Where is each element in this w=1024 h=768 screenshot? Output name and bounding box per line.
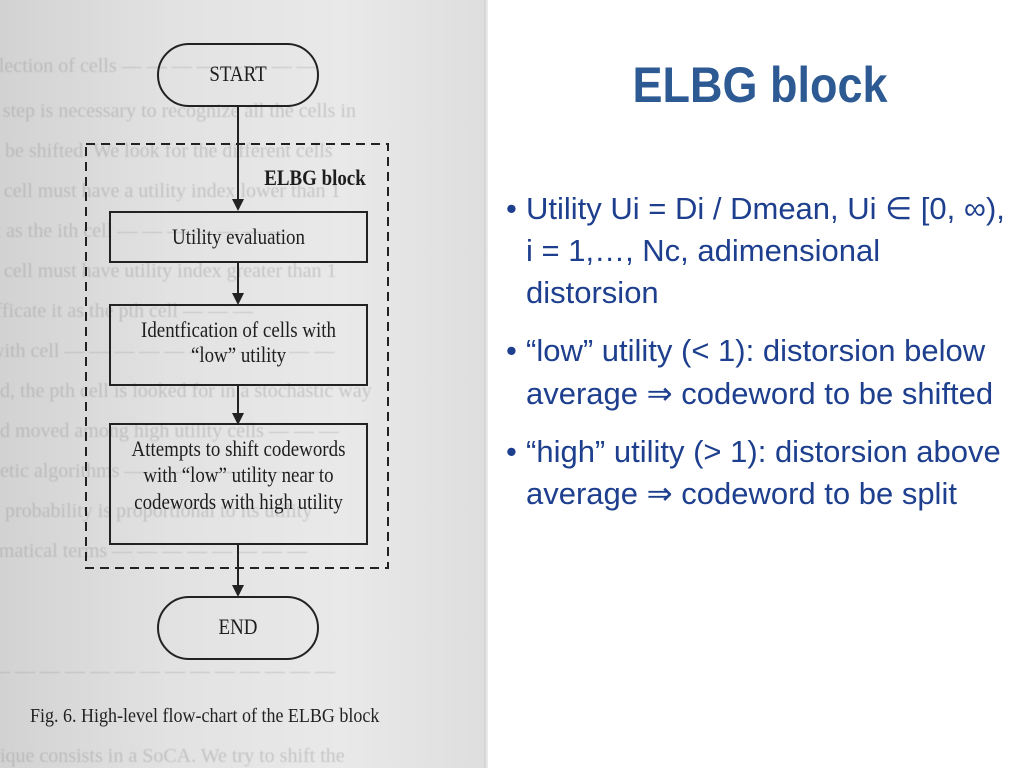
end-label: END [218, 614, 258, 639]
bullet-text: Utility Ui = Di / Dmean, Ui ∈ [0, ∞), i … [526, 191, 1005, 311]
bullet-marker: • [506, 433, 517, 469]
scan-edge [484, 0, 488, 768]
scanned-figure-panel: election of cells — — — — — — — — s step… [0, 0, 488, 768]
bleed-text: it as the ith cell — — — — — — — [0, 220, 288, 242]
flowchart-shapes [85, 43, 389, 660]
bullet-text: “low” utility (< 1): distorsion below av… [526, 333, 994, 411]
step1-label: Utility evaluation [172, 224, 305, 249]
arrowhead-end [232, 585, 244, 597]
bullet-marker: • [506, 333, 517, 369]
arrowhead-step3 [232, 413, 244, 425]
end-terminator [157, 596, 319, 660]
bullet-item: • “high” utility (> 1): distorsion above… [506, 431, 1011, 515]
arrowhead-step1 [232, 199, 244, 211]
bleed-text: ematical terms — — — — — — — — [0, 540, 308, 562]
step2-line1: Identfication of cells with [141, 317, 336, 342]
bleed-text: o be shifted. We look for the different … [0, 140, 333, 162]
bleed-text: with cell — — — — — — — — — — — [0, 340, 335, 362]
step3-line1: Attempts to shift codewords [131, 436, 346, 461]
bleed-text: nique consists in a SoCA. We try to shif… [0, 745, 345, 767]
arrowhead-step2 [232, 293, 244, 305]
start-label: START [209, 61, 267, 86]
bleed-text: k probability is proportional to its uti… [0, 500, 313, 522]
step3-label: Attempts to shift codewords with “low” u… [128, 436, 349, 515]
bleed-text: netic algorithms — — — — — — — — [0, 460, 320, 482]
block-label: ELBG block [264, 165, 366, 190]
bullet-text: “high” utility (> 1): distorsion above a… [526, 433, 1001, 511]
step2-label: Identfication of cells with “low” utilit… [128, 317, 349, 367]
step3-line2: with “low” utility near to [143, 462, 334, 488]
bullet-item: • Utility Ui = Di / Dmean, Ui ∈ [0, ∞), … [506, 188, 1011, 314]
bleed-text: — — — — — — — — — — — — — — [0, 660, 335, 682]
bleed-text: nd moved among high utility cells — — — [0, 420, 339, 442]
bullet-marker: • [506, 191, 517, 226]
step2-line2: “low” utility [190, 341, 287, 367]
figure-caption: Fig. 6. High-level flow-chart of the ELB… [30, 705, 380, 727]
bullet-list: • Utility Ui = Di / Dmean, Ui ∈ [0, ∞), … [506, 188, 1011, 531]
bullet-item: • “low” utility (< 1): distorsion below … [506, 330, 1011, 414]
slide-title: ELBG block [632, 57, 888, 113]
step3-line3: codewords with high utility [134, 488, 343, 514]
bleed-text: e cell must have utility index greater t… [0, 260, 337, 282]
